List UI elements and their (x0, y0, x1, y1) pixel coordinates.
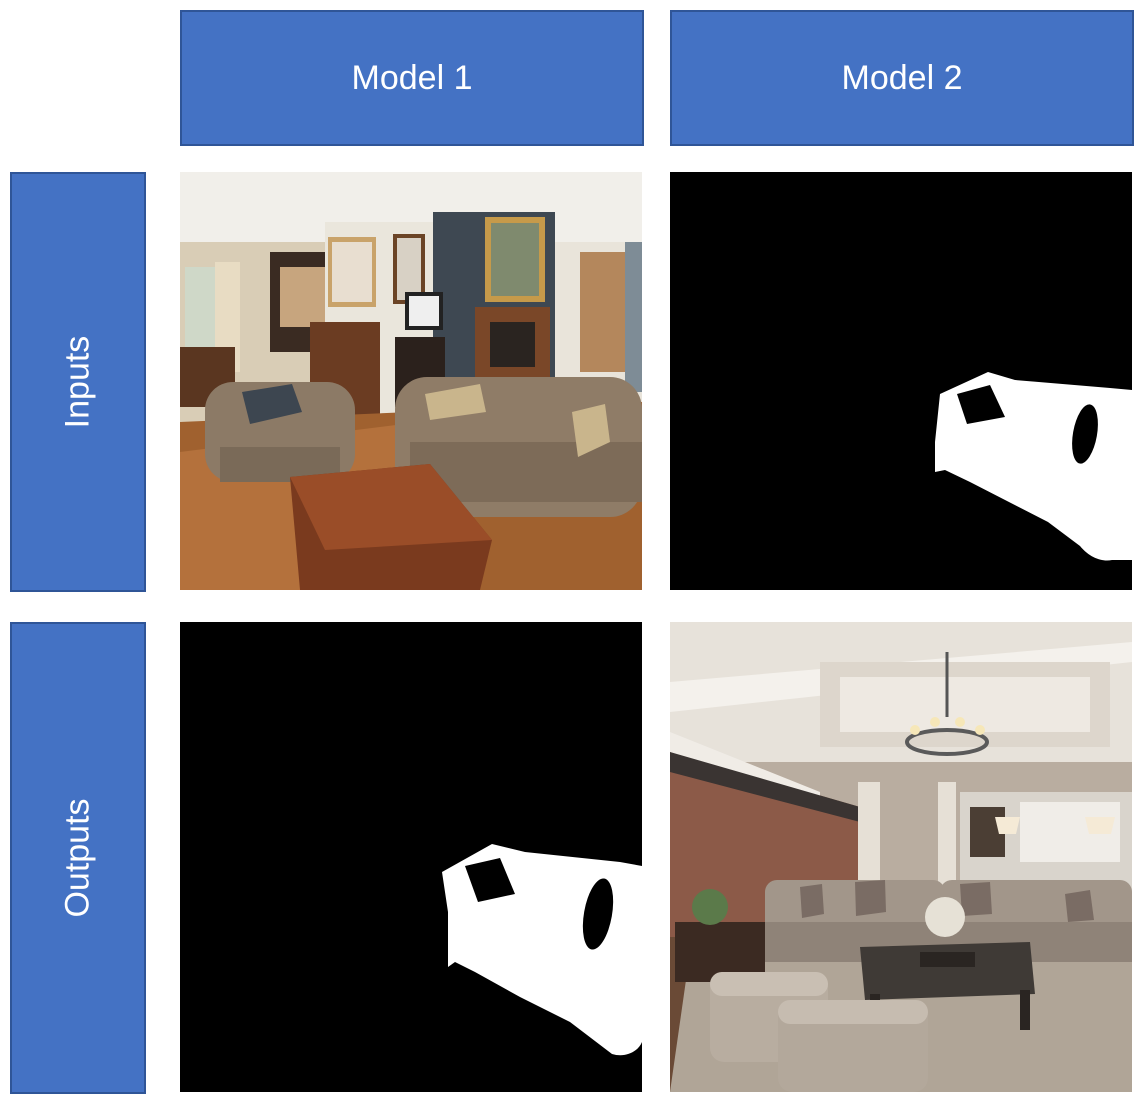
column-header-label: Model 2 (841, 58, 963, 97)
row-header-label: Outputs (58, 798, 97, 918)
living-room-photo (180, 172, 642, 590)
input-photo-model-1 (180, 172, 642, 590)
sofa-mask (670, 172, 1132, 590)
row-header-label: Inputs (58, 335, 97, 429)
column-header-model-1: Model 1 (180, 10, 644, 146)
column-header-label: Model 1 (351, 58, 473, 97)
sofa-mask (180, 622, 642, 1092)
row-header-inputs: Inputs (10, 172, 146, 592)
output-mask-model-1 (180, 622, 642, 1092)
column-header-model-2: Model 2 (670, 10, 1134, 146)
row-header-outputs: Outputs (10, 622, 146, 1094)
input-mask-model-2 (670, 172, 1132, 590)
generated-living-room-photo (670, 622, 1132, 1092)
output-photo-model-2 (670, 622, 1132, 1092)
